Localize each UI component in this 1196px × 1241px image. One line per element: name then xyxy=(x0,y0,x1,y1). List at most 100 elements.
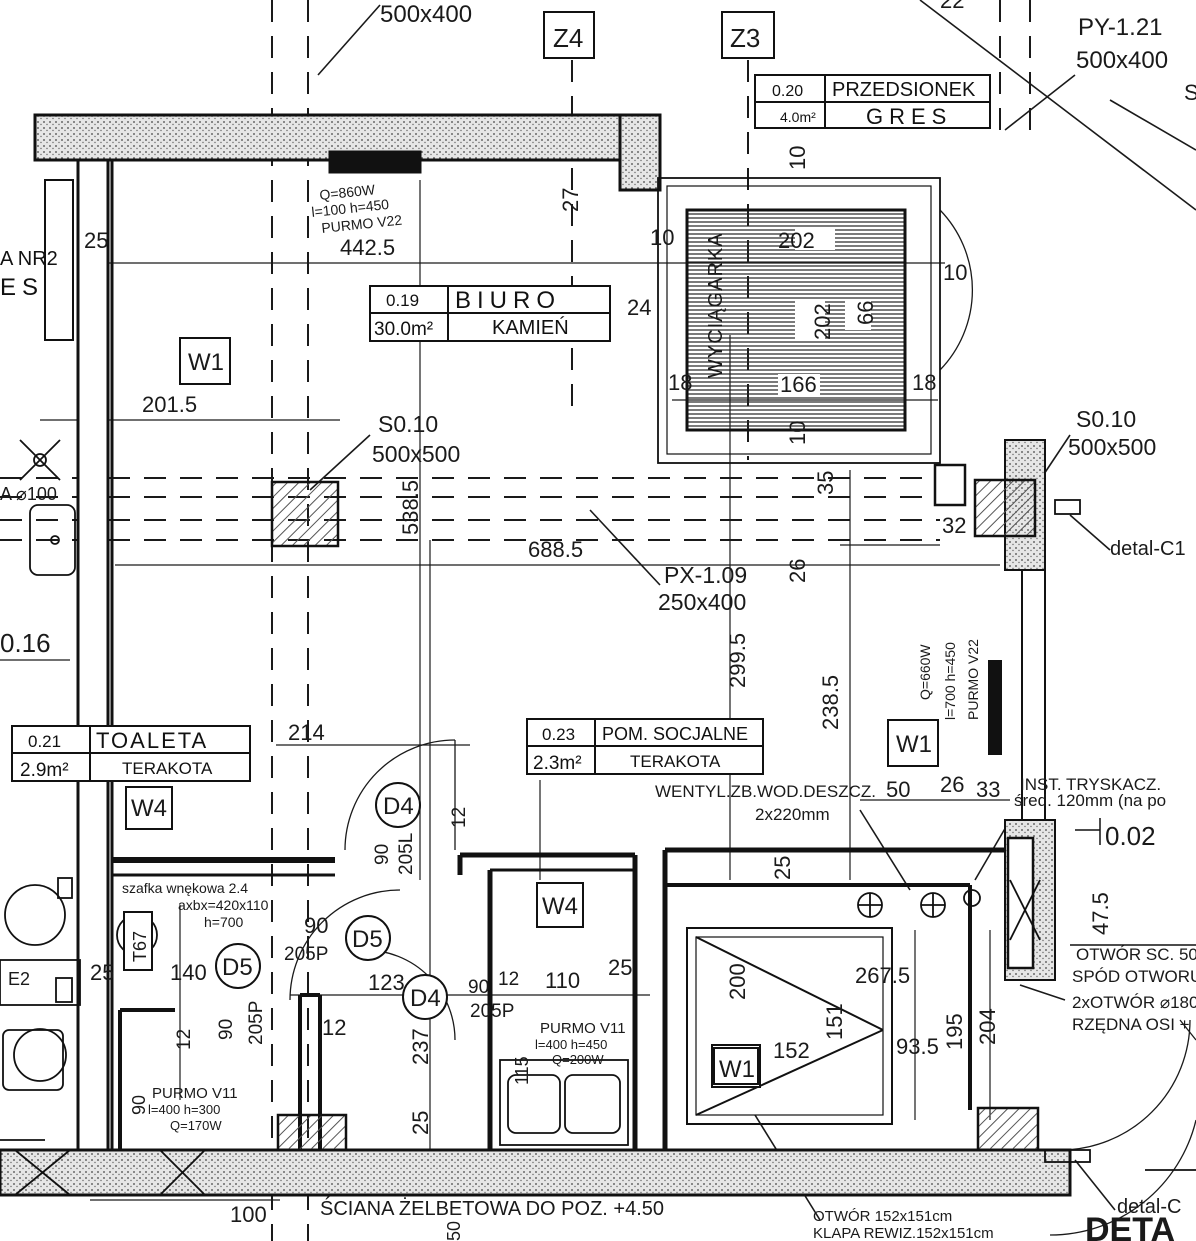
level-marker xyxy=(1070,818,1196,946)
py-label: PY-1.21 xyxy=(1078,14,1163,41)
window-door-tags: W1 W1 W1 W4 W4 D4 D4 D5 D5 T67 xyxy=(130,349,932,1083)
dim-90-12: 90 xyxy=(468,977,489,998)
radiator-toaleta-model: PURMO V11 xyxy=(152,1085,238,1102)
window-tag-w4-mid: W4 xyxy=(542,893,578,920)
note-wentyl-size: 2x220mm xyxy=(755,805,830,824)
note-otwor-2: SPÓD OTWORU xyxy=(1072,967,1196,986)
dim-26-b: 26 xyxy=(940,772,964,797)
dim-205l: 205L xyxy=(396,833,417,875)
window-tag-w1-left: W1 xyxy=(188,349,224,376)
radiator-socjalne-dims: l=400 h=450 xyxy=(535,1037,607,1052)
note-detal-big: DETA xyxy=(1085,1211,1175,1241)
dim-10-c: 10 xyxy=(785,146,810,170)
door-tag-d4-lower: D4 xyxy=(410,985,441,1012)
dim-123: 123 xyxy=(368,970,405,995)
dim-32: 32 xyxy=(942,513,966,538)
dim-299-5: 299.5 xyxy=(725,633,750,688)
walls xyxy=(0,113,1072,1197)
dim-202-a: 202 xyxy=(778,228,815,253)
room-num-socjalne: 0.23 xyxy=(542,725,575,744)
dim-205p-c: 205P xyxy=(470,1001,514,1022)
room-tags: 0.20 PRZEDSIONEK 4.0m² GRES 0.19 BIURO 3… xyxy=(0,79,976,781)
dim-214: 214 xyxy=(288,720,325,745)
vent-so-right-label: S0.10 xyxy=(1076,406,1136,432)
room-floor-socjalne: TERAKOTA xyxy=(630,752,721,771)
radiator-toaleta-dims: l=400 h=300 xyxy=(148,1102,220,1117)
dim-538-5: 538.5 xyxy=(398,480,423,535)
note-inst: INST. TRYSKACZ. xyxy=(1020,775,1161,794)
dim-200: 200 xyxy=(725,963,750,1000)
door-tag-d4-upper: D4 xyxy=(383,793,414,820)
radiator-socjalne-model: PURMO V11 xyxy=(540,1020,626,1037)
window-tag-w1-right: W1 xyxy=(896,731,932,758)
room-name-left-cut: A NR2 xyxy=(0,248,58,270)
edge-s: S xyxy=(1184,80,1196,105)
dim-151: 151 xyxy=(822,1003,847,1040)
dim-100: 100 xyxy=(230,1202,267,1227)
radiator-top-q: Q=860W xyxy=(319,181,377,203)
note-left-e2: E2 xyxy=(8,969,30,989)
room-area-biuro: 30.0m² xyxy=(374,319,433,340)
dim-50-b: 50 xyxy=(444,1221,464,1241)
dim-115: 115 xyxy=(512,1056,532,1085)
dim-166: 166 xyxy=(780,372,817,397)
dim-24: 24 xyxy=(627,295,651,320)
column-tag-z4: Z4 xyxy=(553,23,583,53)
dim-12-d: 12 xyxy=(498,969,519,990)
vent-so-left-size: 500x500 xyxy=(372,441,460,467)
dim-90-b: 90 xyxy=(304,913,328,938)
note-szafka-3: h=700 xyxy=(204,914,244,930)
note-otwor-3: 2xOTWÓR ⌀180 xyxy=(1072,993,1196,1012)
freezer-label: WYCIĄGARKA xyxy=(705,232,727,378)
room-area-toaleta: 2.9m² xyxy=(20,760,69,781)
note-bottom-wall: ŚCIANA ŻELBETOWA DO POZ. +4.50 xyxy=(320,1196,664,1220)
vent-so-left-label: S0.10 xyxy=(378,411,438,437)
dim-90-a: 90 xyxy=(372,844,393,865)
window-tag-w4-left: W4 xyxy=(131,795,167,822)
dim-25-d: 25 xyxy=(770,856,795,880)
door-tag-d5-right: D5 xyxy=(352,926,383,953)
dim-10-b: 10 xyxy=(943,260,967,285)
radiator-right-q: Q=660W xyxy=(917,644,933,700)
dim-12-a: 12 xyxy=(449,807,470,828)
note-level: 0.02 xyxy=(1105,821,1156,851)
note-wentyl: WENTYL.ZB.WOD.DESZCZ. xyxy=(655,782,876,801)
dim-90-c: 90 xyxy=(216,1019,237,1040)
dim-a-100: A ⌀100 xyxy=(0,484,57,504)
note-inst-sub: śred. 120mm (na po xyxy=(1014,791,1166,810)
dim-140: 140 xyxy=(170,960,207,985)
dim-205p-b: 205P xyxy=(246,1001,267,1045)
room-num-toaleta: 0.21 xyxy=(28,732,61,751)
room-name-toaleta: TOALETA xyxy=(96,728,208,753)
dim-18-b: 18 xyxy=(912,370,936,395)
door-swings xyxy=(289,209,1196,1236)
dim-93-5: 93.5 xyxy=(896,1034,939,1059)
note-detal-c1: detal-C1 xyxy=(1110,538,1186,560)
room-floor-biuro: KAMIEŃ xyxy=(492,316,569,339)
dim-267-5: 267.5 xyxy=(855,963,910,988)
note-szafka-2: axbx=420x110 xyxy=(178,897,269,913)
note-klapa-1: OTWÓR 152x151cm xyxy=(813,1208,952,1225)
room-name-przedsionek: PRZEDSIONEK xyxy=(832,79,976,101)
top-labels: 500x400 Z4 Z3 22 PY-1.21 500x400 S xyxy=(380,0,1196,105)
note-szafka-1: szafka wnękowa 2.4 xyxy=(122,880,248,896)
room-floor-toaleta: TERAKOTA xyxy=(122,759,213,778)
dim-33: 33 xyxy=(976,777,1000,802)
note-otwor-1: OTWÓR SC. 50 xyxy=(1076,945,1196,964)
duct-size-top-left: 500x400 xyxy=(380,1,472,28)
dim-12-b: 12 xyxy=(174,1029,195,1050)
dim-12-c: 12 xyxy=(322,1015,346,1040)
dim-205p-a: 205P xyxy=(284,944,328,965)
dim-90-d: 90 xyxy=(129,1095,149,1115)
dim-25-c: 25 xyxy=(608,955,632,980)
dim-27: 27 xyxy=(558,188,583,212)
vent-px-label: PX-1.09 xyxy=(664,562,747,588)
vent-labels: S0.10 500x500 S0.10 500x500 PX-1.09 250x… xyxy=(372,406,1156,615)
note-detal-c2: detal-C xyxy=(1117,1196,1181,1218)
dim-25-b: 25 xyxy=(90,960,114,985)
column-tag-z3: Z3 xyxy=(730,23,760,53)
room-name-socjalne: POM. SOCJALNE xyxy=(602,724,748,744)
dim-442-5: 442.5 xyxy=(340,235,395,260)
dim-47-5: 47.5 xyxy=(1088,892,1113,935)
